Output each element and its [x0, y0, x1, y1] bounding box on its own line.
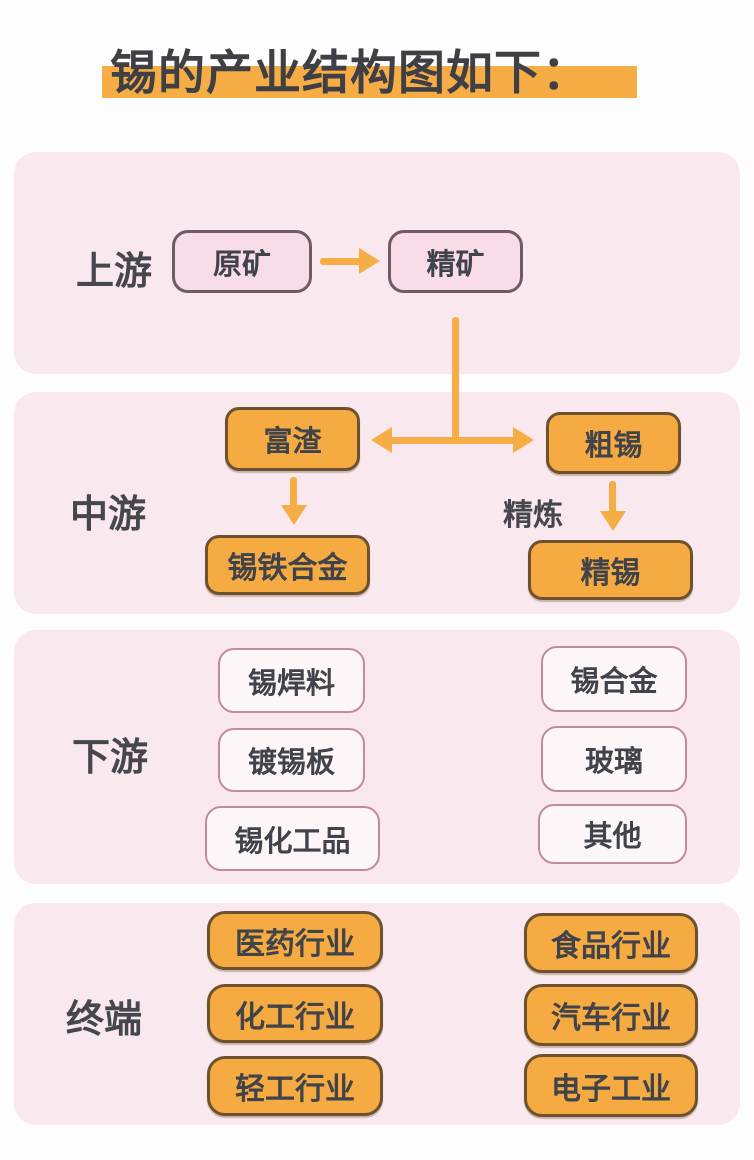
arrow-shaft [609, 481, 616, 513]
node-auto-industry: 汽车行业 [524, 984, 698, 1046]
node-crude-tin: 粗锡 [546, 412, 681, 474]
node-chemical-industry: 化工行业 [207, 984, 383, 1043]
node-glass: 玻璃 [541, 726, 687, 792]
arrow-shaft [320, 258, 362, 265]
node-tin-alloy: 锡合金 [541, 646, 687, 712]
node-rich-slag: 富渣 [225, 407, 360, 471]
node-food-industry: 食品行业 [524, 913, 698, 973]
arrow-head-right-icon [513, 427, 534, 453]
title-highlight-bar [102, 66, 637, 98]
node-refined-tin: 精锡 [528, 540, 693, 600]
arrow-head-down-icon [281, 505, 307, 525]
stage-label-midstream: 中游 [70, 492, 147, 536]
stage-label-terminal: 终端 [66, 997, 143, 1041]
node-tin-chemicals: 锡化工品 [205, 806, 380, 871]
page-title: 锡的产业结构图如下： [110, 46, 590, 101]
node-concentrate: 精矿 [388, 230, 523, 293]
node-light-industry: 轻工行业 [207, 1056, 383, 1116]
node-tin-iron-alloy: 锡铁合金 [205, 535, 370, 595]
node-electronics-industry: 电子工业 [524, 1054, 698, 1117]
arrow-head-right-icon [359, 248, 380, 274]
stage-label-downstream: 下游 [72, 735, 149, 779]
node-pharma-industry: 医药行业 [207, 911, 383, 970]
arrow-shaft [290, 477, 297, 507]
node-other: 其他 [538, 804, 687, 864]
node-tin-solder: 锡焊料 [218, 648, 365, 713]
arrow-head-down-icon [600, 511, 626, 531]
arrow-head-left-icon [371, 427, 392, 453]
node-raw-ore: 原矿 [172, 230, 312, 293]
node-tinplate: 镀锡板 [218, 728, 365, 792]
label-refining: 精炼 [503, 498, 563, 533]
stage-label-upstream: 上游 [76, 249, 153, 293]
connector-line [452, 317, 459, 444]
arrow-shaft [390, 437, 516, 444]
